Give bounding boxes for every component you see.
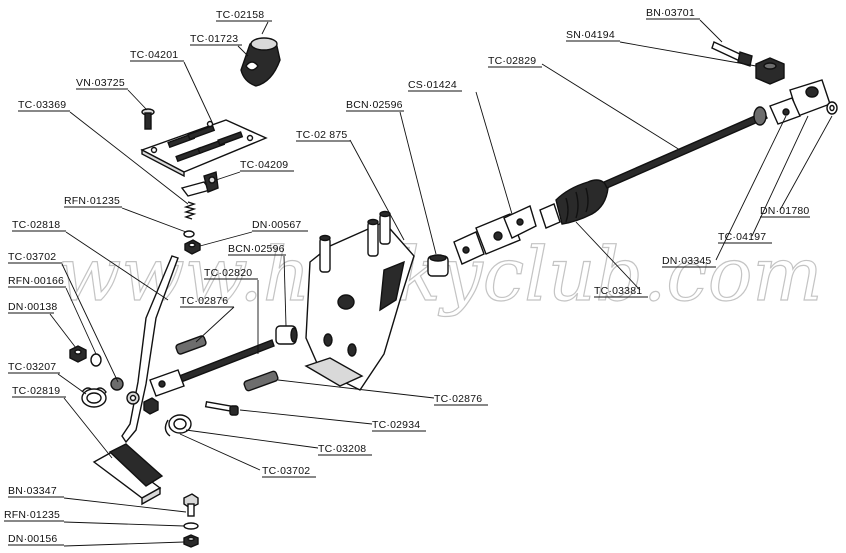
label-tc02820: TC·02820: [204, 267, 252, 279]
shift-rod-tc02820: [149, 339, 275, 397]
label-rfn01235: RFN·01235: [64, 195, 120, 207]
label-tc03369: TC·03369: [18, 99, 66, 111]
label-tc02934: TC·02934: [372, 419, 420, 431]
label-vn03725: VN·03725: [76, 77, 125, 89]
bracket-tc04209: [180, 171, 219, 197]
universal-joint-cs01424: [453, 205, 537, 265]
label-tc04197: TC·04197: [718, 231, 766, 243]
spring-tc03208: [164, 414, 192, 437]
label-tc03381: TC·03381: [594, 285, 642, 297]
label-tc03702-b: TC·03702: [262, 465, 310, 477]
knob-tc02158: [240, 37, 281, 87]
label-tc04209: TC·04209: [240, 159, 288, 171]
washer-rfn01235: [183, 230, 195, 238]
label-tc02158: TC·02158: [216, 9, 264, 21]
label-tc02829: TC·02829: [488, 55, 536, 67]
spring-tc03207: [81, 387, 107, 408]
gate-plate-tc04201: [140, 119, 268, 178]
boot-tc03381: [539, 179, 609, 229]
nut-dn00156: [183, 534, 199, 548]
rod-tc02829: [603, 106, 768, 189]
spring-tc03369: [183, 201, 197, 220]
label-tc02818: TC·02818: [12, 219, 60, 231]
pin-tc02876-b: [243, 370, 279, 392]
label-cs01424: CS·01424: [408, 79, 457, 91]
label-dn03345: DN·03345: [662, 255, 711, 267]
bushing-bcn02596-b: [427, 254, 449, 277]
nut-dn00138: [69, 345, 87, 363]
label-rfn01235-b: RFN·01235: [4, 509, 60, 521]
label-dn00138: DN·00138: [8, 301, 57, 313]
label-bcn02596-b: BCN·02596: [346, 99, 403, 111]
bushing-bcn02596-a: [275, 325, 298, 345]
label-sn04194: SN·04194: [566, 29, 615, 41]
label-tc02819: TC·02819: [12, 385, 60, 397]
washer-dn01780-hole: [829, 104, 835, 112]
ball-joint: [110, 377, 124, 391]
part-drawings: [69, 37, 838, 548]
nut-rod-end: [143, 397, 159, 415]
pin-tc02876-a: [175, 335, 207, 355]
joint-block-tc04197: [769, 79, 831, 125]
nut-sn04194: [755, 57, 785, 85]
label-tc02876-b: TC·02876: [434, 393, 482, 405]
label-bn03347: BN·03347: [8, 485, 57, 497]
label-rfn00166: RFN·00166: [8, 275, 64, 287]
lever-tc02818: [121, 255, 179, 444]
label-tc04201: TC·04201: [130, 49, 178, 61]
label-bn03701: BN·03701: [646, 7, 695, 19]
label-tc01723: TC·01723: [190, 33, 238, 45]
washer-rfn01235-b: [183, 522, 199, 530]
label-tc02876-a: TC·02876: [180, 295, 228, 307]
label-tc03702: TC·03702: [8, 251, 56, 263]
nut-dn00567: [184, 239, 201, 255]
washer-rfn00166: [90, 353, 102, 367]
label-dn00567: DN·00567: [252, 219, 301, 231]
bolt-tc02934: [204, 400, 239, 416]
label-dn01780: DN·01780: [760, 205, 809, 217]
label-tc02875: TC·02 875: [296, 129, 347, 141]
selector-base-tc02819: [92, 443, 164, 506]
part-labels: TC·02158 TC·01723 TC·04201 VN·03725 TC·0…: [4, 7, 810, 546]
label-tc03207: TC·03207: [8, 361, 56, 373]
housing-tc02875: [304, 210, 415, 391]
label-bcn02596: BCN·02596: [228, 243, 285, 255]
bolt-bn03701: [711, 41, 753, 67]
leader-lines: [49, 19, 833, 547]
label-dn00156: DN·00156: [8, 533, 57, 545]
bolt-bn03347: [183, 493, 199, 517]
screw-vn03725: [141, 108, 155, 130]
label-tc03208: TC·03208: [318, 443, 366, 455]
